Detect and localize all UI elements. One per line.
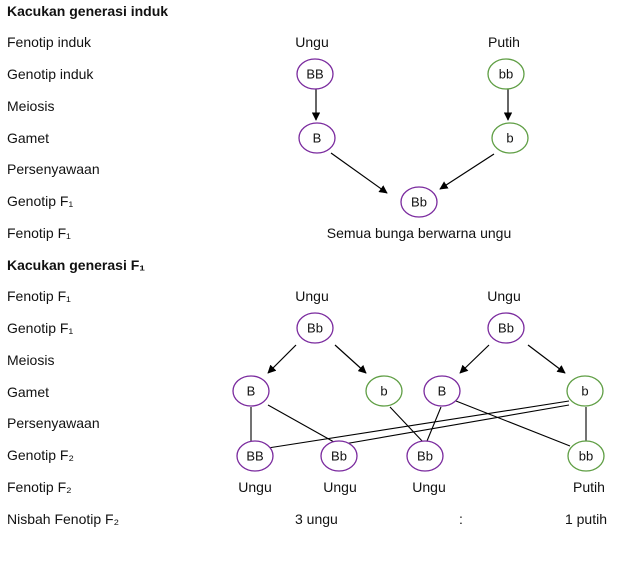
parent-right-phenotype: Putih xyxy=(488,34,520,50)
row-label-fenotip-induk: Fenotip induk xyxy=(7,34,92,50)
row-label-meiosis: Meiosis xyxy=(7,98,55,114)
row-label-fenotip-f1-2: Fenotip F₁ xyxy=(7,288,71,304)
f1-genotype-label: Bb xyxy=(411,195,427,210)
row-label-nisbah-fenotip-f2: Nisbah Fenotip F₂ xyxy=(7,511,120,527)
fertilization-arrow-left xyxy=(330,152,388,194)
f2-genotype-4-node: bb xyxy=(567,440,605,472)
fertilization-line-b2-Bb xyxy=(389,406,425,444)
gamete-right-node: b xyxy=(491,122,529,154)
fertilization-line-B1-Bb xyxy=(267,404,335,443)
f1-meiosis-arrow-4 xyxy=(527,344,566,374)
section2-title: Kacukan generasi F₁ xyxy=(7,257,146,273)
f2-genotype-2-label: Bb xyxy=(331,449,347,464)
f1-meiosis-arrow-2 xyxy=(334,344,367,374)
f2-genotype-1-label: BB xyxy=(246,449,263,464)
f2-genotype-3-label: Bb xyxy=(417,449,433,464)
row-label-persenyawaan: Persenyawaan xyxy=(7,161,100,177)
row-label-gamet: Gamet xyxy=(7,130,50,146)
parent-genotype-left-node: BB xyxy=(296,58,334,90)
f1-parent-right-label: Bb xyxy=(498,321,514,336)
f1-gamete-3-node: B xyxy=(423,375,461,407)
section1-title: Kacukan generasi induk xyxy=(7,3,169,19)
parent-genotype-right-label: bb xyxy=(499,67,513,82)
f1-phenotype-text: Semua bunga berwarna ungu xyxy=(326,225,512,241)
f2-phenotype-4: Putih xyxy=(573,479,605,495)
parent-genotype-left-label: BB xyxy=(306,67,323,82)
row-label-persenyawaan-2: Persenyawaan xyxy=(7,415,100,431)
ratio-separator: : xyxy=(459,511,463,527)
gamete-left-label: B xyxy=(313,131,322,146)
f1-gamete-4-node: b xyxy=(566,375,604,407)
row-label-genotip-f1: Genotip F₁ xyxy=(7,193,74,209)
f1-gamete-1-label: B xyxy=(247,384,256,399)
f2-phenotype-1: Ungu xyxy=(238,479,272,495)
ratio-recessive: 1 putih xyxy=(564,511,607,527)
f1-parent-right-phenotype: Ungu xyxy=(487,288,521,304)
f1-parent-right-node: Bb xyxy=(487,312,525,344)
row-label-genotip-f1-2: Genotip F₁ xyxy=(7,320,74,336)
row-label-genotip-f2: Genotip F₂ xyxy=(7,447,74,463)
row-label-fenotip-f2: Fenotip F₂ xyxy=(7,479,72,495)
f2-genotype-3-node: Bb xyxy=(406,440,444,472)
f1-parent-left-phenotype: Ungu xyxy=(295,288,329,304)
ratio-dominant: 3 ungu xyxy=(295,511,338,527)
gamete-right-label: b xyxy=(506,131,513,146)
row-label-fenotip-f1: Fenotip F₁ xyxy=(7,225,71,241)
row-label-meiosis-2: Meiosis xyxy=(7,352,55,368)
f2-genotype-2-node: Bb xyxy=(320,440,358,472)
row-label-genotip-induk: Genotip induk xyxy=(7,66,94,82)
f2-genotype-4-label: bb xyxy=(579,449,593,464)
fertilization-line-b4-BB xyxy=(267,400,570,449)
f2-phenotype-3: Ungu xyxy=(412,479,446,495)
f1-genotype-node: Bb xyxy=(400,186,438,218)
fertilization-line-B3-Bb xyxy=(426,406,442,442)
row-label-gamet-2: Gamet xyxy=(7,384,50,400)
f2-phenotype-2: Ungu xyxy=(323,479,357,495)
fertilization-arrow-right xyxy=(439,153,495,190)
f1-meiosis-arrow-1 xyxy=(267,344,297,374)
fertilization-line-b4-Bb xyxy=(343,404,570,445)
f2-genotype-1-node: BB xyxy=(236,440,274,472)
f1-meiosis-arrow-3 xyxy=(459,344,490,374)
f1-gamete-1-node: B xyxy=(232,375,270,407)
f1-parent-left-label: Bb xyxy=(307,321,323,336)
fertilization-line-B3-bb xyxy=(455,400,571,447)
parent-genotype-right-node: bb xyxy=(487,58,525,90)
f1-gamete-3-label: B xyxy=(438,384,447,399)
f1-gamete-4-label: b xyxy=(581,384,588,399)
f1-gamete-2-label: b xyxy=(380,384,387,399)
f1-parent-left-node: Bb xyxy=(296,312,334,344)
f1-gamete-2-node: b xyxy=(365,375,403,407)
parent-left-phenotype: Ungu xyxy=(295,34,329,50)
gamete-left-node: B xyxy=(298,122,336,154)
